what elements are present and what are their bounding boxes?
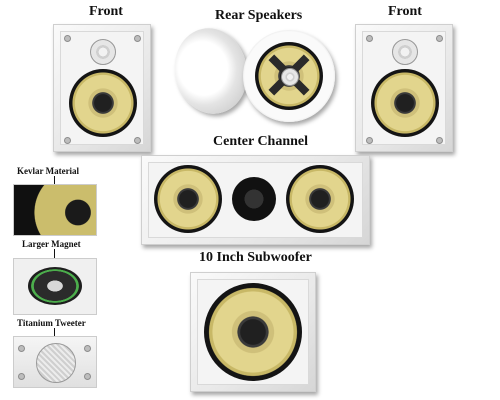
- front-right-woofer: [371, 69, 439, 137]
- front-right-tweeter: [392, 39, 418, 65]
- rear-speaker: [243, 30, 335, 122]
- subwoofer-woofer: [204, 283, 302, 381]
- front-right-label: Front: [388, 4, 422, 19]
- center-channel-speaker: [141, 155, 370, 245]
- center-tweeter: [232, 177, 276, 221]
- tweeter-label: Titanium Tweeter: [17, 318, 86, 328]
- tweeter-image: [13, 336, 97, 388]
- kevlar-label: Kevlar Material: [17, 166, 80, 176]
- front-right-speaker: [355, 24, 453, 152]
- center-right-woofer: [286, 165, 354, 233]
- kevlar-material-image: [13, 184, 97, 236]
- center-channel-label: Center Channel: [213, 134, 309, 149]
- rear-speakers-label: Rear Speakers: [215, 8, 303, 23]
- subwoofer-label: 10 Inch Subwoofer: [199, 250, 312, 265]
- magnet-label: Larger Magnet: [22, 239, 81, 249]
- front-left-woofer: [69, 69, 137, 137]
- center-left-woofer: [154, 165, 222, 233]
- front-left-tweeter: [90, 39, 116, 65]
- front-left-speaker: [53, 24, 151, 152]
- magnet-image: [13, 258, 97, 315]
- rear-speaker-tweeter: [281, 68, 299, 86]
- subwoofer-speaker: [190, 272, 316, 392]
- rear-speaker-grille: [166, 21, 256, 121]
- front-left-label: Front: [89, 4, 123, 19]
